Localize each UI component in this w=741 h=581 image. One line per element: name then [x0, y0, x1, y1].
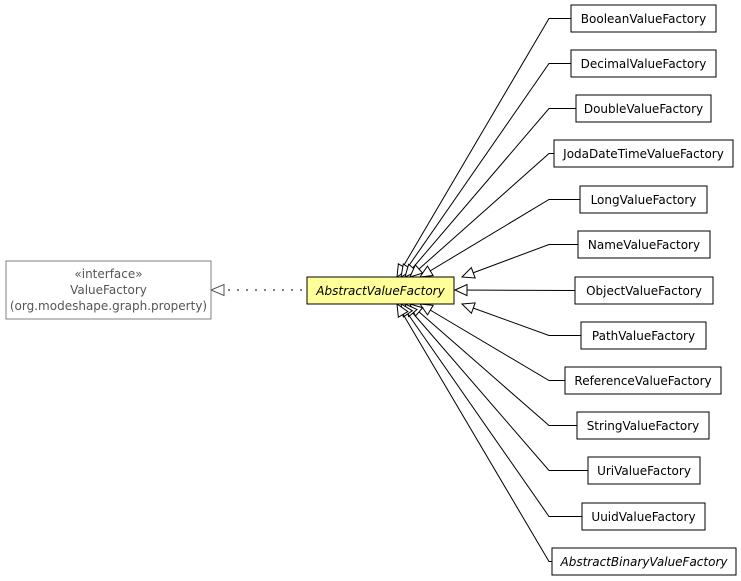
class-node-namevaluefactory[interactable]: NameValueFactory [577, 230, 711, 259]
center-node-box [306, 276, 455, 305]
class-node-label: StringValueFactory [587, 419, 700, 433]
arrowhead-objectvaluefactory [453, 283, 468, 297]
class-node-box [587, 456, 701, 485]
edge-decimalvaluefactory [400, 63, 571, 278]
arrowhead-pathvaluefactory [460, 302, 476, 315]
center-node-abstractvaluefactory[interactable]: AbstractValueFactory [306, 276, 455, 305]
edge-jodadatetimevaluefactory [409, 153, 554, 278]
edge-namevaluefactory [461, 244, 578, 278]
class-node-label: LongValueFactory [591, 193, 697, 207]
class-node-label: ObjectValueFactory [586, 284, 702, 298]
arrowhead-namevaluefactory [460, 266, 476, 279]
class-node-box [580, 321, 707, 350]
class-node-label: BooleanValueFactory [581, 12, 706, 26]
edge-uuidvaluefactory [400, 303, 582, 517]
class-node-box [579, 185, 708, 214]
class-node-label: JodaDateTimeValueFactory [562, 147, 724, 161]
class-node-label: DoubleValueFactory [584, 102, 703, 116]
edge-longvaluefactory [419, 199, 580, 278]
class-node-box [570, 49, 717, 78]
center-node-label: AbstractValueFactory [315, 284, 445, 298]
class-node-box [575, 94, 712, 123]
subclass-nodes: BooleanValueFactoryDecimalValueFactoryDo… [551, 4, 737, 576]
class-node-decimalvaluefactory[interactable]: DecimalValueFactory [570, 49, 717, 78]
class-node-label: UriValueFactory [597, 464, 691, 478]
edge-objectvaluefactory [454, 289, 576, 291]
interface-package: (org.modeshape.graph.property) [10, 299, 207, 313]
class-node-box [574, 276, 714, 305]
arrowhead-jodadatetimevaluefactory [409, 264, 424, 278]
class-node-label: DecimalValueFactory [581, 57, 707, 71]
class-node-box [551, 547, 737, 576]
class-node-objectvaluefactory[interactable]: ObjectValueFactory [574, 276, 714, 305]
class-node-longvaluefactory[interactable]: LongValueFactory [579, 185, 708, 214]
class-node-label: NameValueFactory [588, 238, 700, 252]
edge-booleanvaluefactory [396, 18, 571, 278]
interface-node-box [5, 260, 212, 320]
class-node-box [553, 139, 734, 168]
class-node-box [577, 230, 711, 259]
class-node-label: ReferenceValueFactory [574, 374, 711, 388]
edge-doublevaluefactory [404, 108, 576, 278]
interface-node-valuefactory[interactable]: «interface» ValueFactory (org.modeshape.… [5, 260, 212, 320]
class-node-uuidvaluefactory[interactable]: UuidValueFactory [581, 502, 706, 531]
arrowhead-referencevaluefactory [418, 303, 434, 316]
class-node-jodadatetimevaluefactory[interactable]: JodaDateTimeValueFactory [553, 139, 734, 168]
realization-arrowhead [209, 283, 225, 297]
edge-abstractbinaryvaluefactory [396, 303, 552, 562]
class-node-label: UuidValueFactory [591, 510, 695, 524]
edge-urivaluefactory [404, 303, 588, 471]
class-node-pathvaluefactory[interactable]: PathValueFactory [580, 321, 707, 350]
edge-referencevaluefactory [419, 303, 565, 381]
class-node-box [581, 502, 706, 531]
arrowhead-abstractbinaryvaluefactory [396, 302, 409, 318]
class-node-label: PathValueFactory [592, 329, 695, 343]
interface-name: ValueFactory [70, 283, 147, 297]
realization-edge [209, 283, 302, 297]
class-node-box [576, 411, 710, 440]
class-node-box [564, 366, 722, 395]
inheritance-edges [396, 18, 588, 562]
class-node-box [570, 4, 717, 33]
class-node-booleanvaluefactory[interactable]: BooleanValueFactory [570, 4, 717, 33]
class-node-doublevaluefactory[interactable]: DoubleValueFactory [575, 94, 712, 123]
arrowhead-longvaluefactory [418, 265, 434, 278]
class-node-referencevaluefactory[interactable]: ReferenceValueFactory [564, 366, 722, 395]
edge-stringvaluefactory [409, 303, 577, 426]
interface-stereotype: «interface» [74, 267, 142, 281]
class-node-stringvaluefactory[interactable]: StringValueFactory [576, 411, 710, 440]
class-node-abstractbinaryvaluefactory[interactable]: AbstractBinaryValueFactory [551, 547, 737, 576]
class-node-urivaluefactory[interactable]: UriValueFactory [587, 456, 701, 485]
class-node-label: AbstractBinaryValueFactory [560, 555, 729, 569]
edge-pathvaluefactory [461, 303, 581, 336]
